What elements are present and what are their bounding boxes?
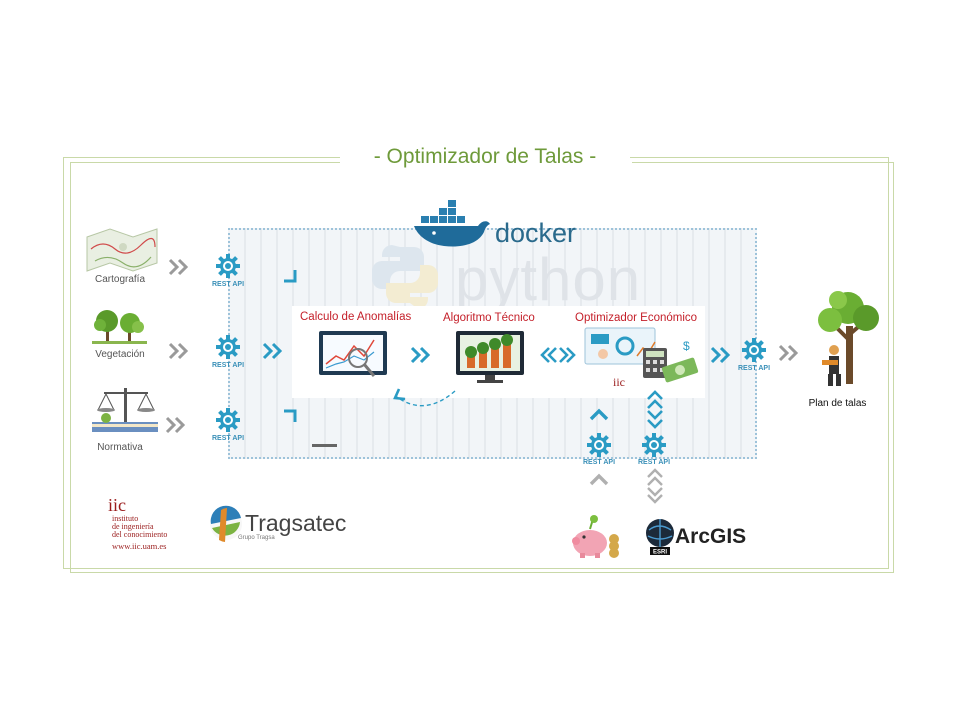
python-logo-icon: [372, 245, 438, 309]
lumberjack-tree-icon: [818, 291, 879, 386]
tragsatec-logo-subtext: Grupo Tragsa: [238, 535, 275, 541]
chevron-up-down-gray-icon: [647, 468, 663, 504]
input-arrow-3-icon: [165, 416, 186, 434]
rest-api-label: REST API: [211, 281, 245, 288]
rest-api-label: REST API: [737, 365, 771, 372]
chevron-up-icon: [589, 408, 609, 421]
corner-arrow-up-right-icon: [284, 409, 297, 422]
rest-api-gear-icon: [216, 408, 240, 432]
output-label-plan: Plan de talas: [808, 398, 867, 409]
iic-logo-url: www.iic.uam.es: [112, 541, 167, 551]
rest-api-gear-icon: [742, 338, 766, 362]
rest-api-label: REST API: [211, 362, 245, 369]
input-arrow-2-icon: [168, 342, 189, 360]
arcgis-logo-text: ArcGIS: [675, 525, 747, 548]
frame-top-left-inner: [70, 162, 342, 163]
frame-top-left: [63, 157, 343, 158]
rest-api-gear-icon: [216, 254, 240, 278]
trees-icon: [92, 310, 147, 344]
tragsatec-logo-text: Tragsatec: [245, 510, 347, 536]
svg-text:$: $: [683, 339, 690, 353]
chevron-up-gray-icon: [589, 473, 609, 486]
iic-logo-line-2: de ingeniería: [112, 522, 154, 531]
input-label-normativa: Normativa: [97, 442, 143, 453]
economic-dashboard-icon: iic $: [584, 327, 699, 389]
container-handle: [312, 444, 337, 447]
frame-top-right: [630, 157, 888, 158]
arcgis-globe-icon: ESRI: [646, 519, 674, 556]
stage-label-optimizador: Optimizador Económico: [575, 312, 698, 324]
frame-right: [888, 157, 889, 569]
double-arrow-right-icon: [410, 346, 431, 364]
rest-api-gear-icon: [642, 433, 666, 457]
frame-bottom-inner: [70, 572, 894, 573]
iic-logo-line-3: del conocimiento: [112, 530, 168, 539]
stage-label-algoritmo: Algoritmo Técnico: [443, 312, 535, 324]
piggy-bank-icon: [572, 515, 619, 558]
rest-api-gear-icon: [587, 433, 611, 457]
output-arrow-icon: [778, 344, 799, 362]
rest-api-gear-icon: [216, 335, 240, 359]
rest-api-label: REST API: [582, 459, 616, 466]
double-arrow-right-icon: [710, 346, 731, 364]
frame-left-inner: [70, 162, 71, 572]
docker-label: docker: [495, 218, 577, 248]
corner-arrow-down-right-icon: [284, 270, 297, 283]
loop-back-arrow-icon: [393, 388, 456, 407]
input-arrow-1-icon: [168, 258, 189, 276]
esri-badge: ESRI: [653, 550, 667, 556]
svg-text:iic: iic: [613, 375, 625, 389]
frame-right-inner: [893, 162, 894, 572]
map-icon: [86, 228, 158, 272]
input-label-cartografia: Cartografía: [94, 274, 146, 285]
rest-api-label: REST API: [637, 459, 671, 466]
bidirectional-arrow-icon: [540, 347, 576, 363]
anomaly-chart-monitor-icon: [319, 331, 387, 377]
python-watermark: python: [455, 246, 642, 313]
double-arrow-right-icon: [262, 342, 283, 360]
iic-logo-line-1: instituto: [112, 514, 139, 523]
input-label-vegetacion: Vegetación: [95, 349, 145, 360]
frame-top-right-inner: [632, 162, 894, 163]
tragsatec-logo-icon: [210, 505, 243, 542]
rest-api-label: REST API: [211, 435, 245, 442]
diagram-title: - Optimizador de Talas -: [340, 145, 630, 175]
frame-bottom: [63, 568, 889, 569]
docker-whale-icon: [414, 200, 490, 247]
frame-left: [63, 157, 64, 569]
tree-growth-monitor-icon: [456, 331, 524, 383]
stage-label-anomalias: Calculo de Anomalías: [300, 311, 412, 323]
iic-logo-mark: iic: [108, 495, 126, 515]
chevron-up-down-icon: [647, 390, 663, 429]
scale-law-icon: [92, 388, 158, 432]
